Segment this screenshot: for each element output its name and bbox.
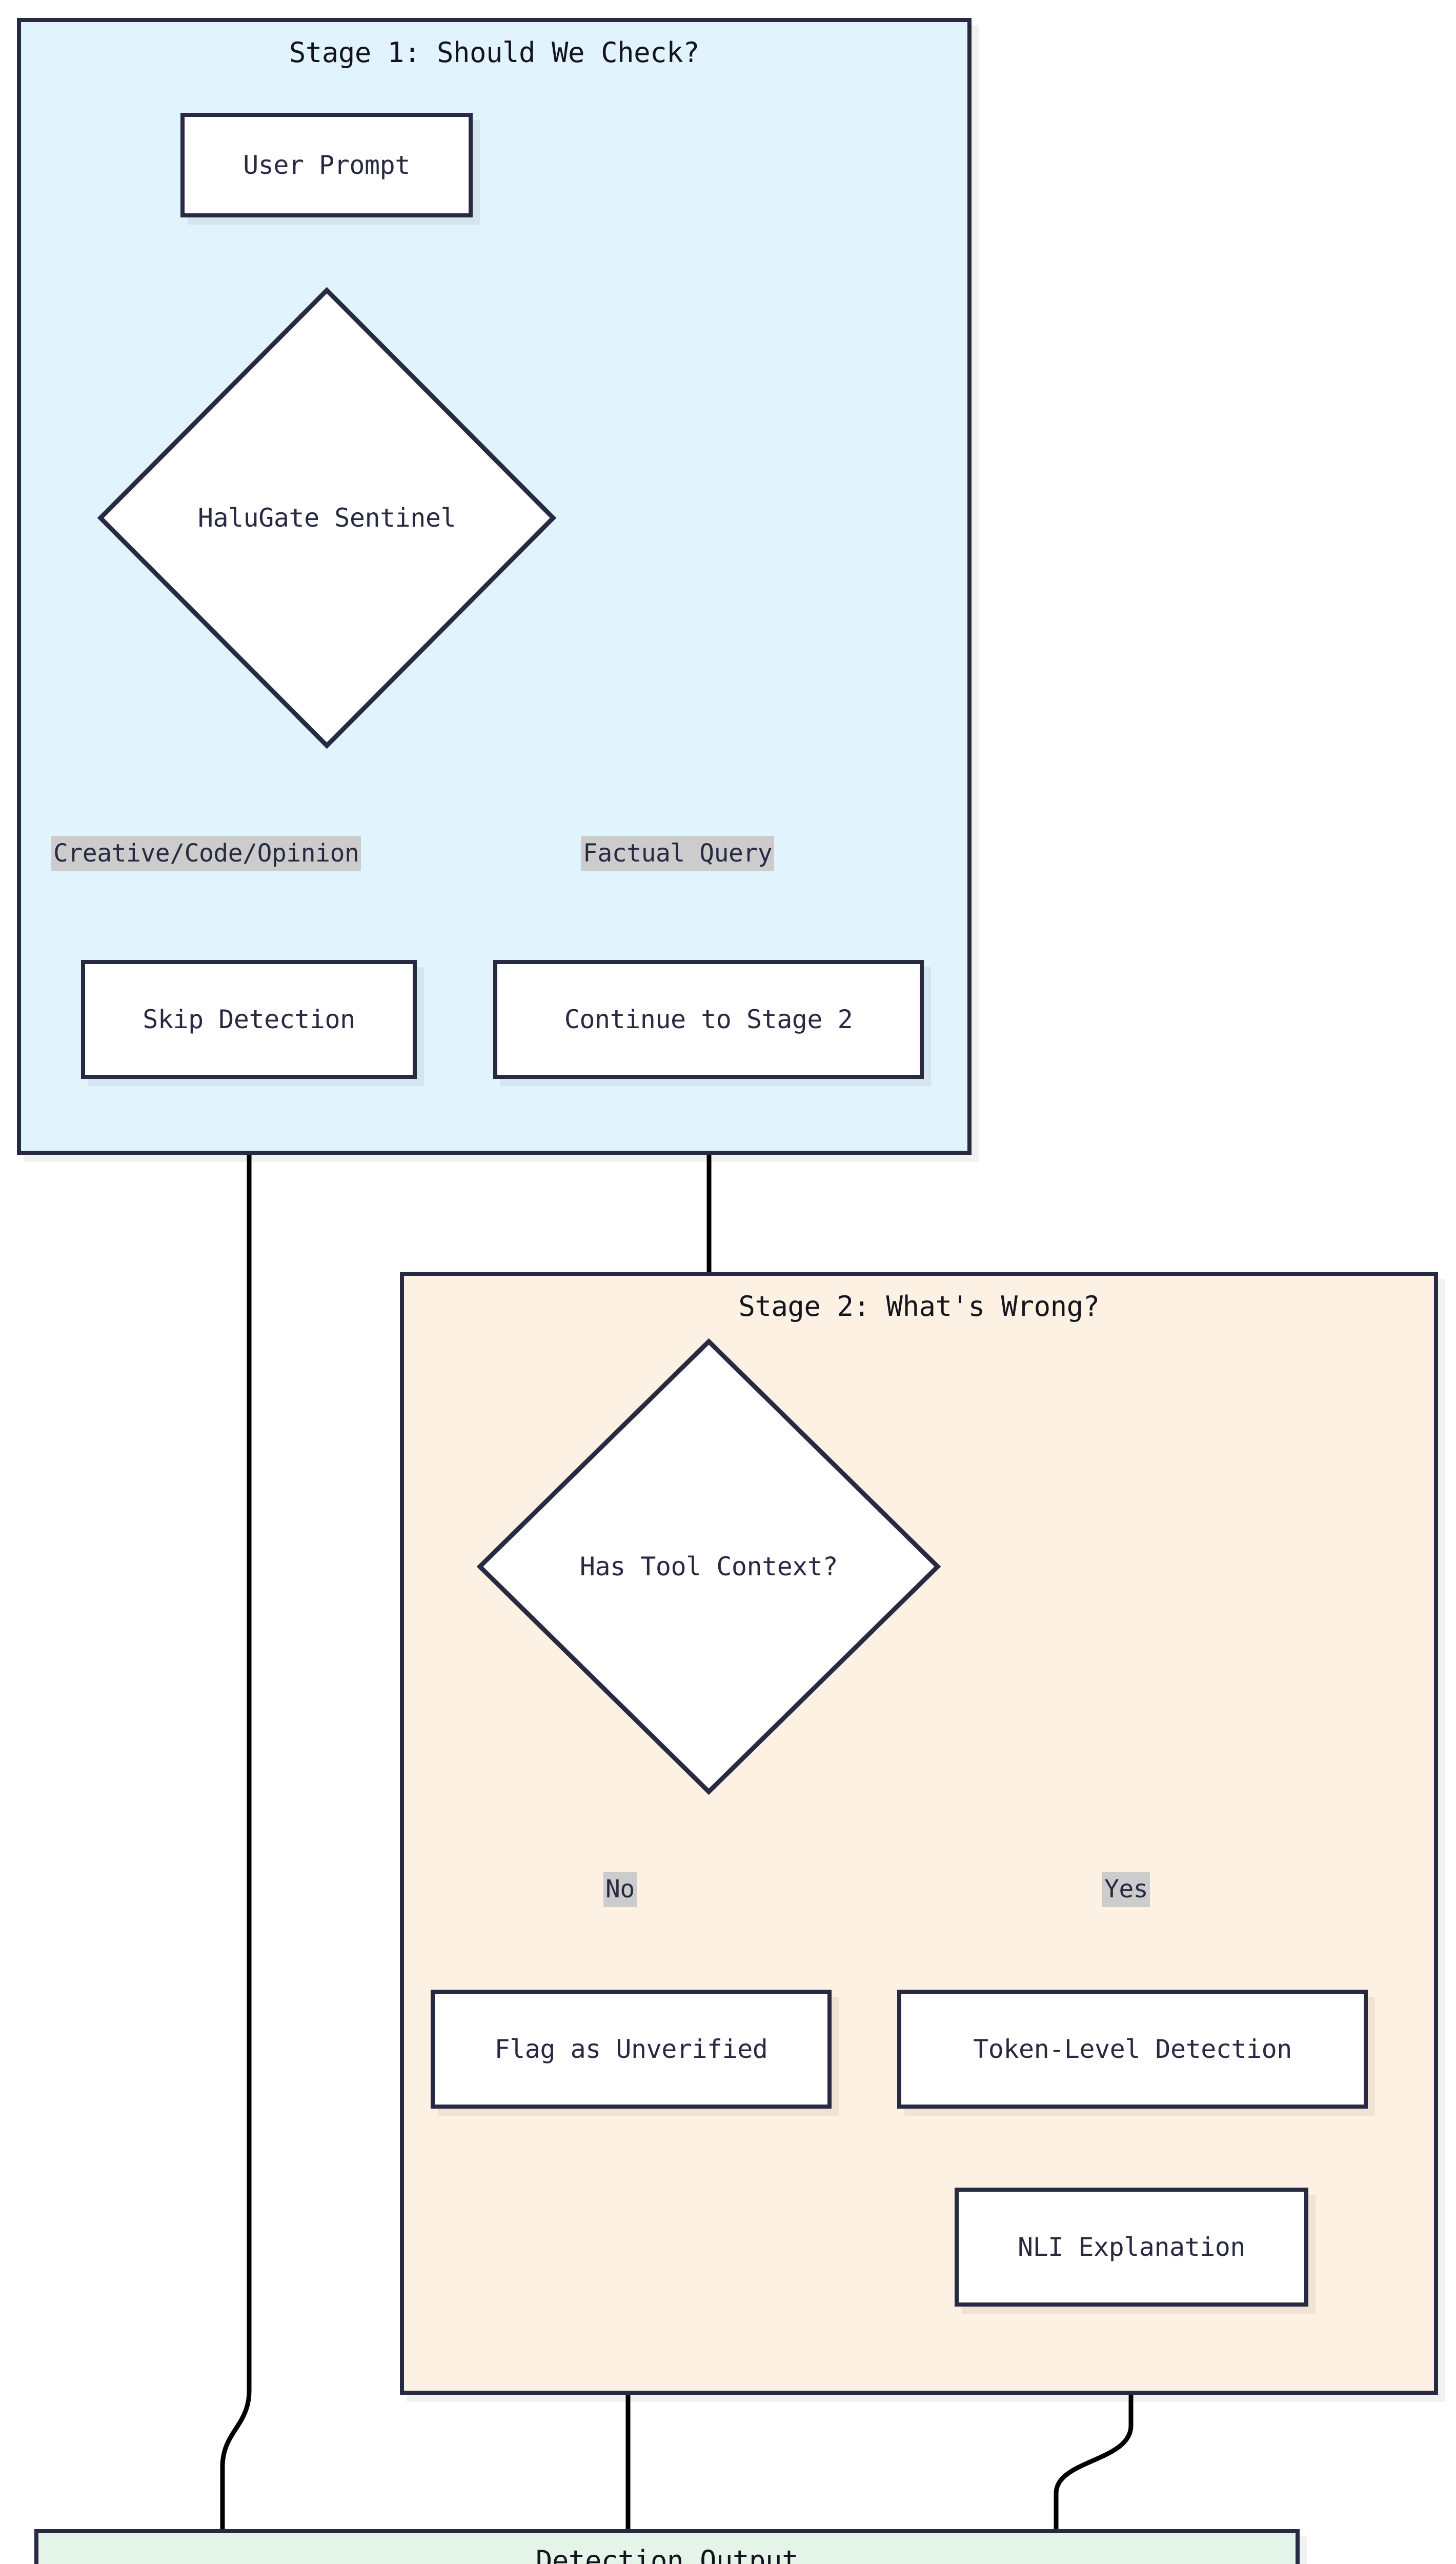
- node-user-prompt[interactable]: User Prompt: [180, 113, 473, 217]
- cluster-detection-output-title: Detection Output: [535, 2545, 799, 2564]
- edge-nli-explanation-to-detailed-report: [1054, 2307, 1134, 2564]
- cluster-stage-1-title: Stage 1: Should We Check?: [289, 36, 700, 69]
- node-flag-as-unverified[interactable]: Flag as Unverified: [431, 1990, 832, 2109]
- edge-label-yes: Yes: [1102, 1872, 1150, 1907]
- diamond-shape: [97, 287, 556, 749]
- cluster-stage-2-title: Stage 2: What's Wrong?: [738, 1290, 1100, 1323]
- node-has-tool-context[interactable]: Has Tool Context?: [477, 1338, 941, 1795]
- node-halugate-sentinel[interactable]: HaluGate Sentinel: [97, 287, 556, 749]
- edge-skip-detection-to-pass-through: [220, 1079, 252, 2564]
- node-token-level-detection[interactable]: Token-Level Detection: [897, 1990, 1368, 2109]
- node-skip-detection[interactable]: Skip Detection: [81, 960, 417, 1079]
- node-has-tool-context-label: Has Tool Context?: [579, 1552, 838, 1581]
- cluster-detection-output: Detection Output: [34, 2529, 1300, 2564]
- edge-label-no: No: [603, 1872, 637, 1907]
- edge-label-creative-code-opinion: Creative/Code/Opinion: [51, 836, 361, 871]
- node-continue-to-stage-2[interactable]: Continue to Stage 2: [493, 960, 924, 1079]
- node-nli-explanation[interactable]: NLI Explanation: [955, 2188, 1308, 2307]
- node-halugate-sentinel-label: HaluGate Sentinel: [197, 503, 456, 533]
- edge-label-factual-query: Factual Query: [581, 836, 775, 871]
- diamond-shape: [477, 1338, 941, 1795]
